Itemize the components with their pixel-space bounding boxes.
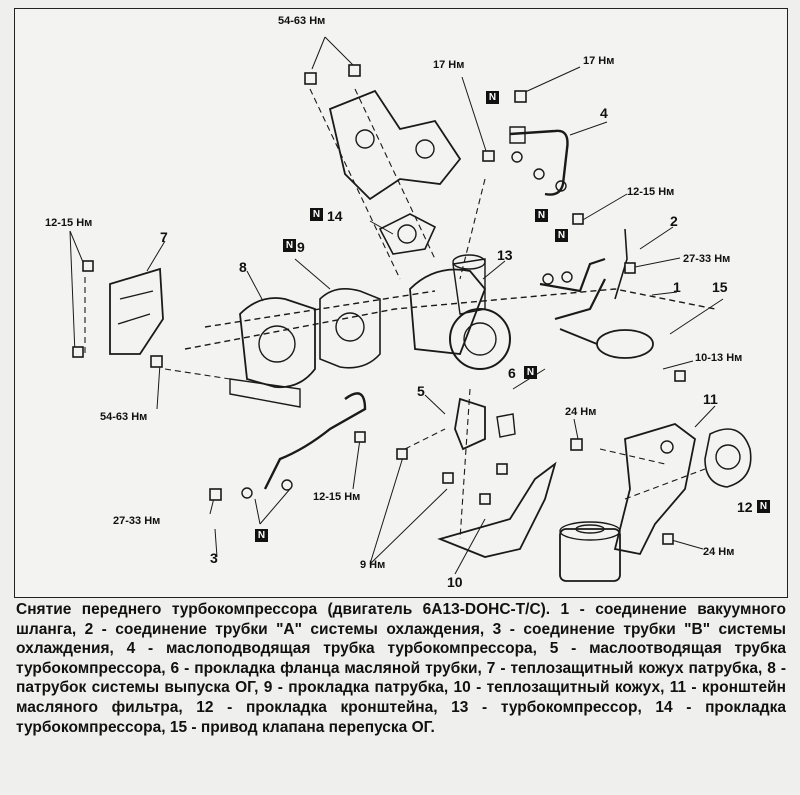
part-number: 3 (210, 550, 218, 566)
new-part-marker: N (283, 239, 296, 252)
torque-label: 17 Нм (433, 59, 465, 71)
new-part-marker: N (486, 91, 499, 104)
part-number: 6 (508, 365, 516, 381)
coolant-tube-b (263, 392, 367, 490)
part-number: 7 (160, 229, 168, 245)
turbo-gasket (378, 213, 437, 255)
part-number: 11 (703, 391, 718, 407)
torque-label: 17 Нм (583, 55, 615, 67)
torque-label: 27-33 Нм (683, 253, 731, 265)
new-part-marker: N (255, 529, 268, 542)
torque-label: 9 Нм (360, 559, 386, 571)
part-number: 10 (447, 574, 463, 590)
new-part-marker: N (524, 366, 537, 379)
part-number: 13 (497, 247, 513, 263)
part-number: 12 (737, 499, 753, 515)
washers (241, 151, 573, 499)
bolts (72, 64, 686, 545)
new-part-marker: N (757, 500, 770, 513)
new-part-marker: N (555, 229, 568, 242)
torque-label: 10-13 Нм (695, 352, 743, 364)
part-number: 1 (673, 279, 681, 295)
part-number: 5 (417, 383, 425, 399)
exploded-diagram: 54-63 Нм 17 Нм 17 Нм 12-15 Нм 27-33 Нм 1… (14, 8, 788, 598)
oil-return-tube (454, 397, 486, 451)
part-number: 15 (712, 279, 728, 295)
torque-label: 24 Нм (703, 546, 735, 558)
elbow-flange (328, 89, 462, 201)
oil-filter (559, 528, 621, 582)
torque-label: 12-15 Нм (45, 217, 93, 229)
torque-label: 12-15 Нм (313, 491, 361, 503)
new-part-marker: N (535, 209, 548, 222)
torque-label: 27-33 Нм (113, 515, 161, 527)
new-part-marker: N (310, 208, 323, 221)
torque-label: 12-15 Нм (627, 186, 675, 198)
part-number: 14 (327, 208, 343, 224)
turbocharger (449, 308, 511, 370)
diagram-artwork (69, 36, 752, 582)
engine-outline (184, 288, 716, 350)
part-number: 8 (239, 259, 247, 275)
torque-label: 54-63 Нм (278, 15, 326, 27)
manifold-gasket (319, 288, 381, 369)
bracket-gasket (704, 428, 752, 488)
figure-caption: Снятие переднего турбокомпрессора (двига… (16, 601, 786, 736)
heat-shield-10 (437, 461, 557, 558)
heat-shield-7 (109, 267, 164, 355)
coolant-tube-a (539, 257, 606, 293)
part-number: 9 (297, 239, 305, 255)
part-number: 2 (670, 213, 678, 229)
wastegate-actuator (596, 329, 654, 359)
oil-feed-tube (509, 129, 569, 196)
torque-label: 54-63 Нм (100, 411, 148, 423)
torque-label: 24 Нм (565, 406, 597, 418)
part-number: 4 (600, 105, 608, 121)
oil-filter-bracket (613, 423, 696, 556)
exhaust-manifold (239, 297, 316, 389)
